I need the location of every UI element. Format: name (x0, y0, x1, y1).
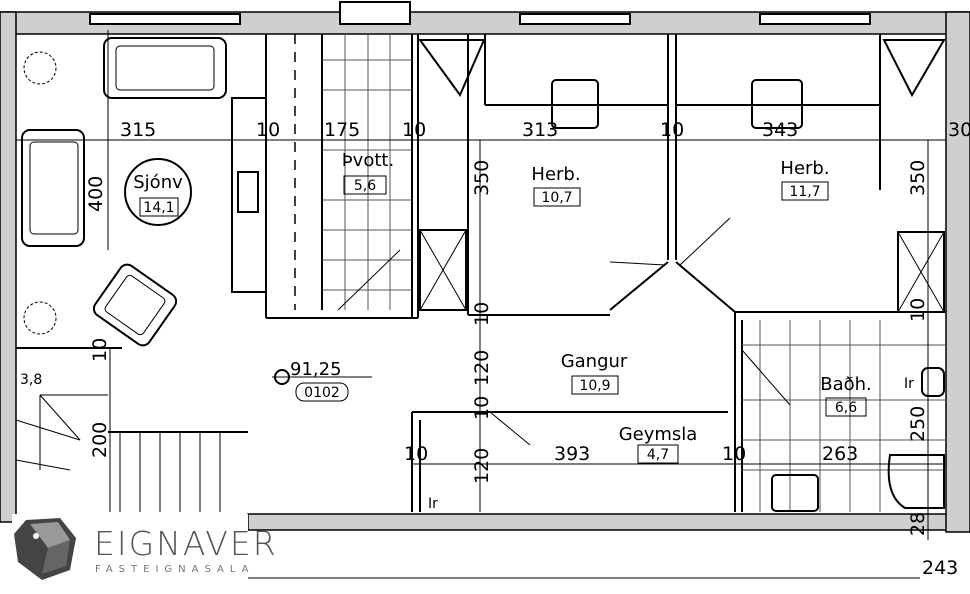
room-area-sjonv: 14,1 (143, 200, 174, 216)
dimension-label: 10 (471, 396, 493, 420)
logo-tagline: FASTEIGNASALA (95, 564, 255, 575)
dimension-label: 393 (554, 443, 590, 465)
level-marker-icon (272, 369, 372, 385)
dimension-label: 120 (471, 350, 493, 386)
west-wall (0, 11, 17, 523)
dimension-label: 10 (722, 443, 746, 465)
dimension-label: 200 (89, 422, 111, 458)
stairs (15, 394, 221, 512)
logo-brand: EIGNAVER (94, 524, 278, 563)
room-label-thvott: Þvott. (342, 150, 394, 171)
dimension-label: 10 (660, 119, 684, 141)
dimension-label: 315 (120, 119, 156, 141)
dimension-label: 10 (256, 119, 280, 141)
room-area-herb-2: 11,7 (789, 184, 820, 200)
dimension-label: 10 (89, 338, 111, 362)
tv-unit (231, 97, 267, 293)
room-label-herb-1: Herb. (531, 164, 580, 185)
dimension-label: 120 (471, 448, 493, 484)
windows (89, 1, 871, 25)
room-label-sjonv: Sjónv (133, 172, 183, 193)
total-area: 91,25 (290, 359, 342, 380)
toilet-icon (921, 367, 945, 397)
desks (551, 79, 803, 129)
area-box (781, 181, 829, 201)
room-area-badh: 6,6 (835, 400, 857, 416)
dimension-labels: 315 400 10 175 10 313 10 343 30 350 350 … (85, 119, 970, 579)
room-area-herb-1: 10,7 (541, 190, 572, 206)
shower-icon (887, 454, 945, 509)
room-area-geymsla: 4,7 (647, 447, 669, 463)
laundry-tiles (322, 34, 412, 310)
dimension-label: 263 (822, 443, 858, 465)
sofa (103, 37, 227, 99)
dimension-label: 250 (907, 406, 929, 442)
dimension-label: 10 (404, 443, 428, 465)
doors (337, 39, 946, 446)
area-box (343, 175, 387, 195)
room-label-gangur: Gangur (561, 351, 628, 372)
gem-logo-icon (14, 518, 76, 580)
dimension-label: 350 (471, 160, 493, 196)
dimension-label: 28 (907, 512, 929, 536)
dimension-label: 30 (948, 119, 970, 141)
area-box (139, 197, 179, 217)
area-box (825, 397, 867, 417)
tv-room-marker (124, 158, 192, 226)
area-box (571, 375, 619, 395)
dimension-label: 10 (907, 298, 929, 322)
area-box (533, 187, 581, 207)
dimension-lines (16, 30, 946, 540)
sofa-side (21, 129, 85, 247)
label-ir-1: Ir (428, 496, 438, 512)
area-box (637, 444, 679, 464)
dimension-label: 10 (402, 119, 426, 141)
room-area-thvott: 5,6 (354, 178, 376, 194)
room-label-badh: Baðh. (820, 374, 872, 395)
unit-number: 0102 (304, 385, 340, 401)
south-wall (247, 513, 949, 531)
wardrobes (419, 229, 945, 313)
plant-icon (23, 51, 57, 335)
logo: EIGNAVER FASTEIGNASALA (12, 514, 276, 582)
label-ir-2: Ir (904, 376, 914, 392)
dimension-label: 313 (522, 119, 558, 141)
room-label-herb-2: Herb. (780, 158, 829, 179)
room-area-gangur: 10,9 (579, 378, 610, 394)
dimension-label: 243 (922, 557, 958, 579)
dimension-label: 10 (471, 302, 493, 326)
dimension-label: 175 (324, 119, 360, 141)
unit-box (295, 382, 349, 402)
east-wall (945, 11, 970, 533)
dimension-label: 343 (762, 119, 798, 141)
dimension-label: 400 (85, 176, 107, 212)
armchair (92, 263, 178, 347)
room-label-geymsla: Geymsla (619, 424, 698, 445)
dimension-label: 350 (907, 160, 929, 196)
sink-icon (771, 474, 819, 512)
stair-area: 3,8 (20, 372, 42, 388)
